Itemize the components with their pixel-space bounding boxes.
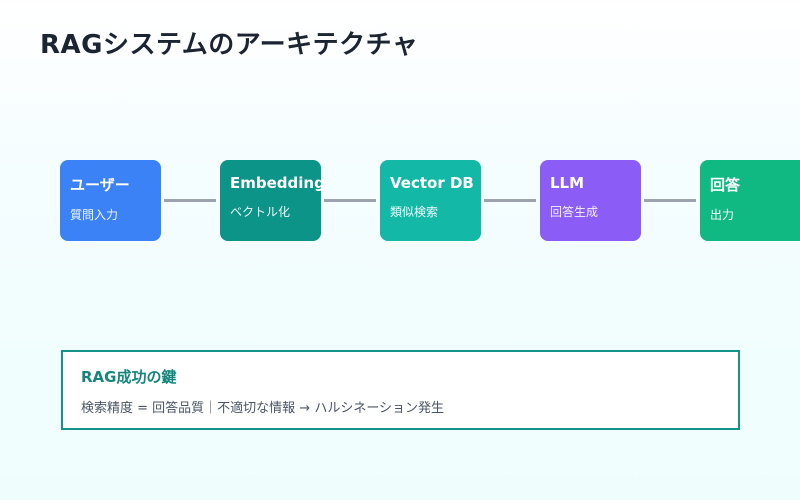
node-llm-sub: 回答生成	[550, 205, 599, 219]
node-vector-db: Vector DB 類似検索	[380, 160, 481, 241]
node-answer-name: 回答	[710, 176, 741, 194]
node-answer-sub: 出力	[710, 208, 735, 222]
connector-4	[644, 199, 696, 202]
node-vector-db-name: Vector DB	[390, 174, 474, 192]
connector-2	[324, 199, 376, 202]
node-vector-db-sub: 類似検索	[390, 205, 439, 219]
node-user-sub: 質問入力	[70, 208, 119, 222]
node-user-name: ユーザー	[70, 176, 130, 194]
node-user: ユーザー 質問入力	[60, 160, 161, 241]
node-embedding-sub: ベクトル化	[230, 205, 291, 219]
node-llm-name: LLM	[550, 174, 585, 192]
connector-1	[164, 199, 216, 202]
node-embedding: Embedding ベクトル化	[220, 160, 325, 241]
connector-3	[484, 199, 536, 202]
node-embedding-name: Embedding	[230, 174, 325, 192]
node-answer: 回答 出力	[700, 160, 800, 241]
node-llm: LLM 回答生成	[540, 160, 641, 241]
key-box-title: RAG成功の鍵	[81, 368, 177, 386]
diagram-title: RAGシステムのアーキテクチャ	[40, 30, 419, 60]
key-success-box: RAG成功の鍵 検索精度 = 回答品質｜不適切な情報 → ハルシネーション発生	[61, 350, 740, 430]
key-box-text: 検索精度 = 回答品質｜不適切な情報 → ハルシネーション発生	[81, 401, 445, 416]
